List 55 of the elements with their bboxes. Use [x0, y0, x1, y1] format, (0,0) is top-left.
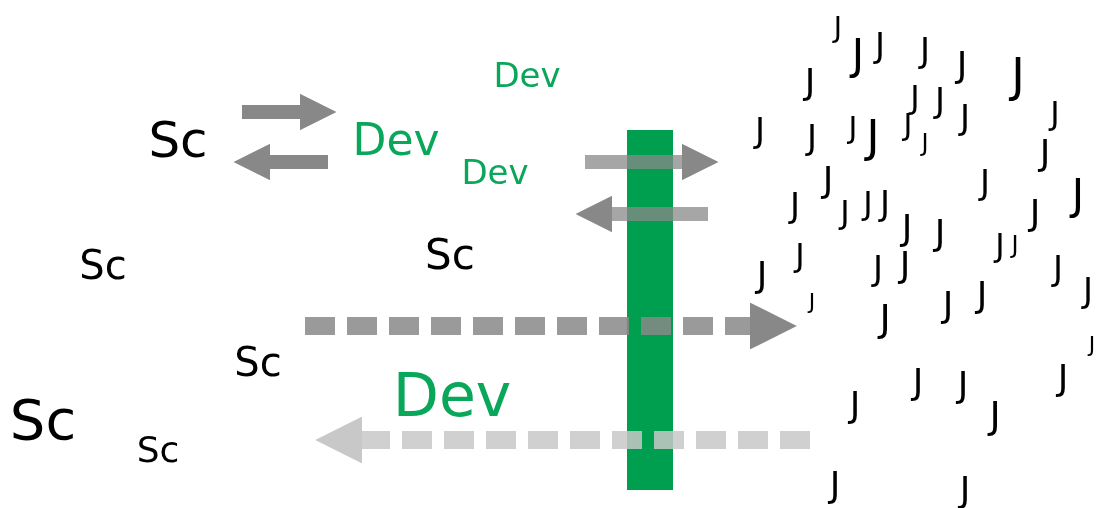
- j-label: J: [875, 28, 885, 62]
- j-label: J: [795, 239, 805, 271]
- j-label: J: [1083, 273, 1093, 307]
- j-label: J: [873, 251, 883, 285]
- sc-label: Sc: [148, 115, 208, 165]
- j-label: J: [942, 287, 954, 323]
- j-label: J: [921, 131, 929, 155]
- j-label: J: [1053, 251, 1063, 285]
- sc-label: Sc: [234, 342, 282, 382]
- j-label: J: [910, 81, 920, 113]
- j-label: J: [1088, 334, 1096, 356]
- j-label: J: [976, 277, 988, 313]
- j-label: J: [790, 188, 800, 222]
- j-label: J: [935, 83, 945, 117]
- j-label: J: [1029, 195, 1041, 231]
- j-label: J: [756, 257, 768, 293]
- j-label: J: [879, 299, 891, 337]
- j-label: J: [808, 291, 816, 313]
- sc-label: Sc: [9, 392, 77, 448]
- dev-label: Dev: [461, 155, 529, 189]
- j-label: J: [1039, 135, 1051, 171]
- j-label: J: [989, 396, 1001, 434]
- dev-label: Dev: [493, 58, 561, 92]
- j-label: J: [863, 187, 873, 219]
- j-label: J: [1057, 360, 1069, 396]
- j-label: J: [822, 162, 834, 198]
- j-label: J: [851, 34, 865, 76]
- sc-label: Sc: [136, 432, 180, 468]
- j-label: J: [956, 47, 968, 83]
- j-label: J: [901, 210, 913, 246]
- j-label: J: [995, 229, 1005, 261]
- j-label: J: [1050, 97, 1060, 129]
- j-label: J: [960, 100, 970, 134]
- j-label: J: [755, 113, 765, 147]
- j-label: J: [920, 33, 930, 67]
- j-label: J: [880, 186, 890, 220]
- dev-label: Dev: [352, 118, 440, 162]
- j-label: J: [829, 467, 841, 503]
- j-label: J: [1011, 233, 1019, 257]
- j-label: J: [804, 64, 816, 100]
- j-label: J: [912, 364, 924, 400]
- j-label: J: [807, 120, 817, 154]
- j-label: J: [1071, 174, 1085, 216]
- sc-label: Sc: [425, 234, 475, 276]
- j-label: J: [934, 215, 946, 251]
- j-label: J: [848, 113, 858, 143]
- sc-label: Sc: [79, 245, 127, 285]
- j-label: J: [899, 247, 911, 283]
- j-label: J: [957, 367, 969, 403]
- j-label: J: [980, 165, 990, 199]
- j-label: J: [833, 14, 843, 42]
- j-label: J: [849, 387, 861, 423]
- dev-label: Dev: [392, 365, 512, 425]
- j-label: J: [840, 196, 850, 228]
- j-label: J: [866, 115, 880, 159]
